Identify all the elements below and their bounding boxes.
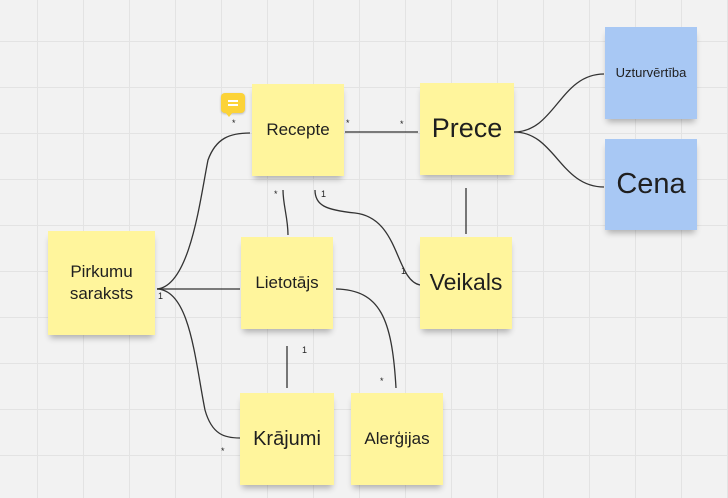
sticky-note-prece[interactable]: Prece bbox=[420, 83, 514, 175]
connector-pirkumu-krajumi[interactable] bbox=[156, 288, 241, 439]
sticky-note-alergijas[interactable]: Alerģijas bbox=[351, 393, 443, 485]
sticky-note-pirkumu-saraksts-label: Pirkumu saraksts bbox=[69, 261, 134, 303]
cardinality-many-pirkumu-krajumi: * bbox=[221, 446, 225, 456]
connector-lietotajs-alergijas[interactable] bbox=[335, 288, 397, 389]
sticky-note-lietotajs-label: Lietotājs bbox=[255, 272, 319, 292]
cardinality-one-lietotajs-krajumi: 1 bbox=[302, 345, 308, 355]
sticky-note-recepte[interactable]: Recepte bbox=[252, 84, 344, 176]
cardinality-many-lietotajs-alergijas: * bbox=[380, 376, 384, 386]
cardinality-many-recepte-prece-left: * bbox=[346, 118, 350, 128]
sticky-note-cena[interactable]: Cena bbox=[605, 139, 697, 230]
cardinality-one-recepte-veikals-bottom: 1 bbox=[401, 266, 407, 276]
sticky-note-recepte-label: Recepte bbox=[266, 119, 330, 139]
connector-recepte-veikals[interactable] bbox=[314, 189, 421, 286]
cardinality-many-recepte-comment: * bbox=[232, 118, 236, 128]
sticky-note-uzturvertiba[interactable]: Uzturvērtība bbox=[605, 27, 697, 119]
cardinality-one-pirkumu-saraksts: 1 bbox=[158, 291, 164, 301]
connector-lietotajs-recepte[interactable] bbox=[282, 189, 289, 236]
sticky-note-uzturvertiba-label: Uzturvērtība bbox=[615, 64, 687, 80]
sticky-note-alergijas-label: Alerģijas bbox=[364, 428, 430, 448]
cardinality-one-recepte-veikals-top: 1 bbox=[321, 189, 327, 199]
comment-icon[interactable] bbox=[221, 93, 245, 117]
sticky-note-lietotajs[interactable]: Lietotājs bbox=[241, 237, 333, 329]
sticky-note-krajumi[interactable]: Krājumi bbox=[240, 393, 334, 485]
connector-prece-cena[interactable] bbox=[513, 131, 605, 188]
connector-prece-uzturvertiba[interactable] bbox=[513, 73, 605, 133]
sticky-note-prece-label: Prece bbox=[431, 113, 503, 144]
sticky-note-veikals[interactable]: Veikals bbox=[420, 237, 512, 329]
sticky-note-pirkumu-saraksts[interactable]: Pirkumu saraksts bbox=[48, 231, 155, 335]
sticky-note-cena-label: Cena bbox=[616, 167, 686, 200]
cardinality-many-lietotajs-recepte: * bbox=[274, 189, 278, 199]
sticky-note-veikals-label: Veikals bbox=[429, 269, 503, 296]
cardinality-many-recepte-prece-right: * bbox=[400, 119, 404, 129]
sticky-note-krajumi-label: Krājumi bbox=[253, 428, 321, 450]
connector-pirkumu-recepte[interactable] bbox=[156, 132, 251, 290]
